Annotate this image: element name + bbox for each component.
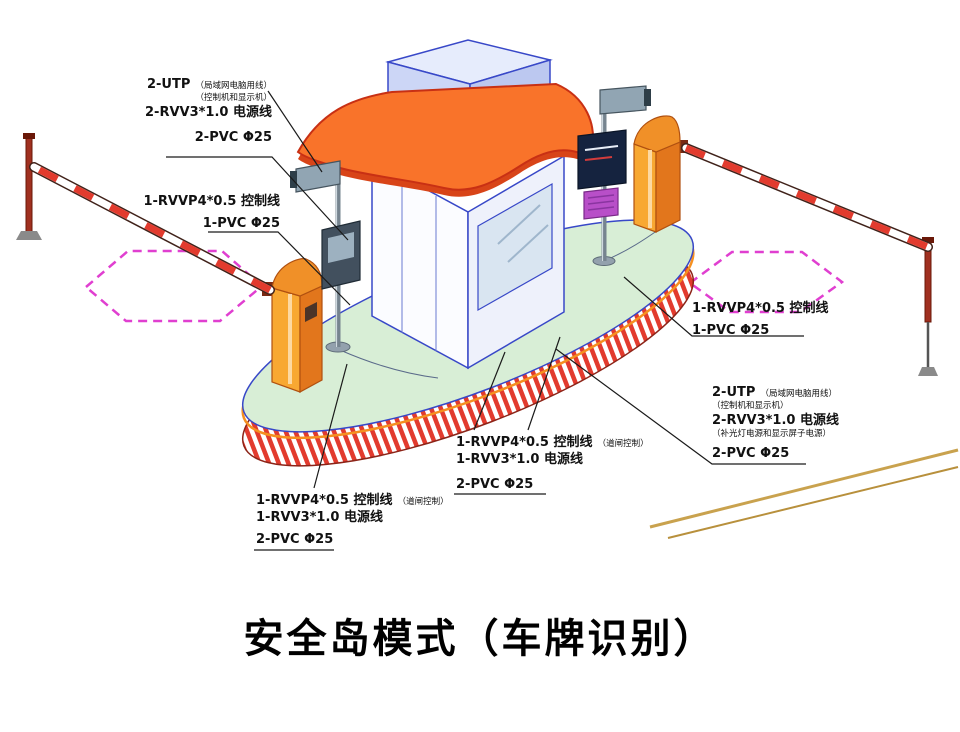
camera-left (290, 160, 341, 193)
leader-left (208, 231, 351, 306)
callout-top-left: 2-UTP （局域网电脑用线） （控制机和显示机） 2-RVV3*1.0 电源线… (82, 74, 272, 146)
cabinet-panel (305, 302, 317, 322)
fill-light-grid (587, 200, 615, 205)
booth-roof (296, 82, 594, 197)
callout-line: 1-RVVP4*0.5 控制线 （道闸控制） (456, 432, 656, 451)
leader-right-lower (555, 348, 806, 465)
window-reflection (507, 224, 549, 263)
induction-loop-right (687, 250, 845, 314)
camera-pole-left (290, 160, 361, 353)
cable-label: 2-PVC Φ25 (256, 532, 334, 547)
cabinet-right-face (299, 285, 323, 394)
cable-note: （局域网电脑用线） (760, 389, 838, 399)
leader-bottom-left (313, 363, 348, 489)
post-cap (922, 237, 934, 243)
cable-label: 1-PVC Φ25 (202, 216, 280, 231)
cable-label: 2-UTP (146, 77, 191, 92)
post-shaft (924, 241, 932, 323)
induction-loop-left (84, 249, 264, 323)
post-shaft (25, 137, 33, 235)
barrier-machine-left (262, 258, 323, 394)
booth-body (371, 154, 565, 370)
cable-label: 1-RVVP4*0.5 控制线 (456, 435, 593, 450)
callout-right-lower: 2-UTP （局域网电脑用线） （控制机和显示机） 2-RVV3*1.0 电源线… (712, 382, 922, 462)
post-cap (23, 133, 35, 139)
control-box-left (321, 220, 361, 290)
window-reflection (497, 204, 541, 245)
cabinet-left-face (271, 287, 301, 393)
guard-booth (296, 39, 594, 370)
cabinet-cap (633, 115, 681, 153)
camera-lens (290, 171, 297, 188)
cable-label: 2-UTP (712, 385, 756, 400)
cable-label: 1-RVV3*1.0 电源线 (456, 452, 583, 467)
cabinet-left-face (633, 143, 657, 233)
cable-label: 2-RVV3*1.0 电源线 (712, 413, 839, 428)
callout-left: 1-RVVP4*0.5 控制线 1-PVC Φ25 (108, 193, 280, 232)
camera-right (599, 85, 651, 115)
callout-right-upper: 1-RVVP4*0.5 控制线 1-PVC Φ25 (692, 300, 862, 339)
display-body (577, 129, 627, 190)
cable-label: 2-PVC Φ25 (456, 477, 534, 492)
page-title: 安全岛模式（车牌识别） (243, 616, 717, 662)
leader-top-left-camera (267, 90, 323, 173)
cable-label: 2-RVV3*1.0 电源线 (145, 105, 272, 120)
post-base (16, 231, 42, 240)
cable-note: （道闸控制） (397, 497, 449, 507)
camera-body (599, 85, 647, 115)
cable-note: （道闸控制） (597, 439, 649, 449)
leader-center-bottom-2 (527, 336, 561, 431)
cable-note: （补光灯电源和显示屏子电源） (712, 429, 832, 439)
led-display (577, 129, 627, 190)
cable-label: 1-RVVP4*0.5 控制线 (256, 493, 393, 508)
barrier-arm-right (681, 143, 933, 252)
booth-window (477, 182, 553, 312)
leader-lines (166, 90, 806, 551)
leader-right-upper (623, 276, 804, 337)
cable-label: 1-RVV3*1.0 电源线 (256, 510, 383, 525)
cable-label: 1-RVVP4*0.5 控制线 (143, 194, 280, 209)
camera-pole-right (577, 85, 651, 266)
lane-edge-lines (649, 448, 959, 539)
barrier-machine-right (633, 115, 688, 233)
fill-light (583, 187, 619, 220)
arm-stripes (32, 163, 272, 294)
cable-label: 1-RVVP4*0.5 控制线 (692, 301, 829, 316)
fill-light-grid (587, 194, 615, 199)
callout-bottom-left: 1-RVVP4*0.5 控制线 （道闸控制） 1-RVV3*1.0 电源线 2-… (256, 490, 456, 548)
camera-lens (644, 89, 651, 106)
island-conduit-left (339, 349, 439, 379)
leader-center-bottom-1 (473, 351, 506, 431)
display-text-line (584, 156, 613, 161)
cable-note: （控制机和显示机） (712, 401, 789, 411)
cable-label: 2-PVC Φ25 (712, 446, 790, 461)
callout-center-bottom: 1-RVVP4*0.5 控制线 （道闸控制） 1-RVV3*1.0 电源线 2-… (456, 432, 656, 493)
callout-line: 1-RVVP4*0.5 控制线 （道闸控制） (256, 490, 456, 509)
barrier-post-left (16, 133, 42, 240)
arm-stripes (684, 144, 930, 251)
barrier-post-right (918, 237, 938, 376)
leader-top-left (166, 156, 349, 241)
roof-canopy (296, 82, 594, 191)
cable-label: 2-PVC Φ25 (194, 130, 272, 145)
callout-line: 2-UTP （局域网电脑用线） (82, 74, 272, 93)
cable-note: （控制机和显示机） (195, 93, 272, 103)
display-text-line (584, 145, 619, 151)
callout-line: 2-UTP （局域网电脑用线） (712, 382, 922, 401)
post-base (918, 367, 938, 376)
barrier-arm-left (29, 162, 275, 295)
fill-light-grid (587, 206, 615, 211)
cabinet-right-face (655, 141, 681, 233)
cable-note: （局域网电脑用线） (195, 81, 272, 91)
cable-label: 1-PVC Φ25 (692, 323, 770, 338)
